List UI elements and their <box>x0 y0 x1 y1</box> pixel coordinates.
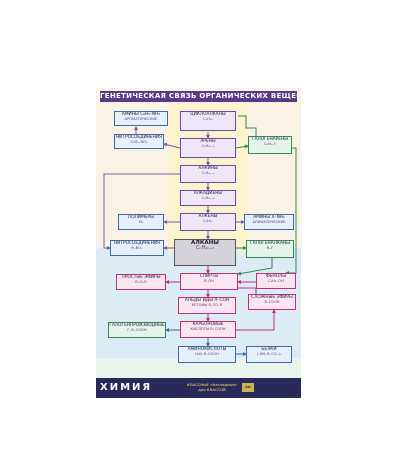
proteins-label: БЕЛКИ <box>261 347 277 352</box>
alkadienes-formula: CₙH₂ₙ₋₂ <box>201 196 215 200</box>
acids-box: КАРБОНОВЫЕ КИСЛОТЫ R–COOH <box>180 321 236 338</box>
arrow-haloarenes-alkynes <box>238 115 257 136</box>
haloacids-formula: Г–R–COOH <box>127 328 147 332</box>
cycloalkanes-label: ЦИКЛОАЛКАНЫ <box>190 112 226 117</box>
aldehydes-box: АЛЬДЕГИДЫ R–COH КЕТОНЫ R–CO–R <box>178 297 236 314</box>
haloarenes-formula: C₆H₅–Г <box>263 142 277 146</box>
alkynes-box: АЛКИНЫ CₙH₂ₙ₋₂ <box>180 165 236 183</box>
acids-formula: КИСЛОТЫ R–COOH <box>190 327 226 331</box>
haloalkanes-label: ГАЛОГЕНАЛКАНЫ <box>250 241 290 246</box>
alkynes-label: АЛКИНЫ <box>198 166 218 171</box>
amines-aromatic-label: АМИНЫ C₆H₅–NH₂ <box>121 112 161 117</box>
aldehydes-label: АЛЬДЕГИДЫ R–COH <box>184 298 230 303</box>
alkynes-formula: CₙH₂ₙ₋₂ <box>201 171 215 175</box>
arenes-label: АРЕНЫ <box>200 139 216 144</box>
haloacids-label: ГАЛОГЕНПРОИЗВОДНЫЕ <box>109 323 165 328</box>
publisher-logo: ВФ <box>242 383 254 392</box>
alkenes-box: АЛКЕНЫ CₙH₂ₙ <box>180 213 236 231</box>
aminoacids-box: АМИНОКИСЛОТЫ H₂N–R–COOH <box>178 346 236 363</box>
amines-aliphatic-box: АМИНЫ R–NH₂ АЛИФАТИЧЕСКИЕ <box>244 214 294 230</box>
footer-title: ХИМИЯ <box>100 382 153 393</box>
esters-box: СЛОЖНЫЕ ЭФИРЫ R–COOR <box>248 294 296 310</box>
cycloalkanes-box: ЦИКЛОАЛКАНЫ CₙH₂ₙ <box>180 111 236 131</box>
amines-aromatic-formula: АРОМАТИЧЕСКИЕ <box>124 117 158 121</box>
arrow-arenes-haloarenes <box>235 144 249 149</box>
alkanes-label: АЛКАНЫ <box>191 240 219 246</box>
amines-aliphatic-formula: АЛИФАТИЧЕСКИЕ <box>252 220 286 224</box>
aldehydes-formula: КЕТОНЫ R–CO–R <box>191 303 223 307</box>
polymers-label: ПОЛИМЕРЫ <box>128 215 154 220</box>
alcohols-label: СПИРТЫ <box>199 274 219 279</box>
haloarenes-box: ГАЛОГЕНАРЕНЫ C₆H₅–Г <box>248 136 292 154</box>
arenes-box: АРЕНЫ CₙH₂ₙ₋₆ <box>180 138 236 158</box>
arrow-left-loop <box>103 173 180 250</box>
alkadienes-box: АЛКАДИЕНЫ CₙH₂ₙ₋₂ <box>180 190 236 206</box>
polymers-formula: Mₙ <box>138 220 144 224</box>
footer-banner: ХИМИЯ КЛАССНЫЕ «Наглядные» для КЛАССОВ В… <box>96 378 301 398</box>
arenes-formula: CₙH₂ₙ₋₆ <box>201 144 215 148</box>
proteins-formula: (–NH–R–CO–)ₙ <box>256 352 282 356</box>
amines-aliphatic-label: АМИНЫ R–NH₂ <box>253 215 285 220</box>
arrow-acids-esters <box>236 309 276 331</box>
phenols-formula: C₆H₅–OH <box>268 279 284 283</box>
alkadienes-label: АЛКАДИЕНЫ <box>193 191 223 196</box>
nitro-aromatic-label: НИТРОСОЕДИНЕНИЯ <box>115 135 163 140</box>
phenols-label: ФЕНОЛЫ <box>265 274 287 279</box>
alkenes-label: АЛКЕНЫ <box>198 214 218 219</box>
ethers-formula: R–O–R <box>135 280 147 284</box>
haloalkanes-box: ГАЛОГЕНАЛКАНЫ R–Г <box>246 240 294 258</box>
haloacids-box: ГАЛОГЕНПРОИЗВОДНЫЕ Г–R–COOH <box>108 322 166 338</box>
aminoacids-formula: H₂N–R–COOH <box>195 352 219 356</box>
poster: ГЕНЕТИЧЕСКАЯ СВЯЗЬ ОРГАНИЧЕСКИХ ВЕЩЕСТВ <box>96 88 301 398</box>
alkanes-box: АЛКАНЫ CₙH₂ₙ₊₂ <box>174 239 236 266</box>
haloalkanes-formula: R–Г <box>266 246 274 250</box>
footer-subtitle: КЛАССНЫЕ «Наглядные» для КЛАССОВ <box>186 382 238 392</box>
ethers-box: ПРОСТЫЕ ЭФИРЫ R–O–R <box>116 274 166 290</box>
alcohols-box: СПИРТЫ R–OH <box>180 273 238 290</box>
haloarenes-label: ГАЛОГЕНАРЕНЫ <box>251 137 288 142</box>
esters-label: СЛОЖНЫЕ ЭФИРЫ <box>251 295 293 300</box>
proteins-box: БЕЛКИ (–NH–R–CO–)ₙ <box>246 346 292 363</box>
nitro-aliphatic-box: НИТРОСОЕДИНЕНИЯ R–NO₂ <box>110 240 164 256</box>
alkenes-formula: CₙH₂ₙ <box>203 219 213 223</box>
arrow-haloalkanes-alcohols <box>237 258 273 276</box>
amines-aromatic-box: АМИНЫ C₆H₅–NH₂ АРОМАТИЧЕСКИЕ <box>114 111 168 126</box>
alcohols-formula: R–OH <box>204 279 214 283</box>
nitro-aromatic-box: НИТРОСОЕДИНЕНИЯ C₆H₅–NO₂ <box>114 134 164 149</box>
arrow-arenes-nitro <box>163 142 181 149</box>
poster-title: ГЕНЕТИЧЕСКАЯ СВЯЗЬ ОРГАНИЧЕСКИХ ВЕЩЕСТВ <box>100 91 297 102</box>
ethers-label: ПРОСТЫЕ ЭФИРЫ <box>121 275 161 280</box>
background-band-lower <box>96 358 301 378</box>
alkanes-formula: CₙH₂ₙ₊₂ <box>196 245 214 251</box>
nitro-aromatic-formula: C₆H₅–NO₂ <box>130 140 148 144</box>
esters-formula: R–COOR <box>264 300 280 304</box>
nitro-aliphatic-label: НИТРОСОЕДИНЕНИЯ <box>113 241 161 246</box>
cycloalkanes-formula: CₙH₂ₙ <box>203 117 213 121</box>
phenols-box: ФЕНОЛЫ C₆H₅–OH <box>256 273 296 289</box>
nitro-aliphatic-formula: R–NO₂ <box>131 246 143 250</box>
aminoacids-label: АМИНОКИСЛОТЫ <box>187 347 227 352</box>
polymers-box: ПОЛИМЕРЫ Mₙ <box>118 214 164 230</box>
acids-label: КАРБОНОВЫЕ <box>192 322 224 327</box>
